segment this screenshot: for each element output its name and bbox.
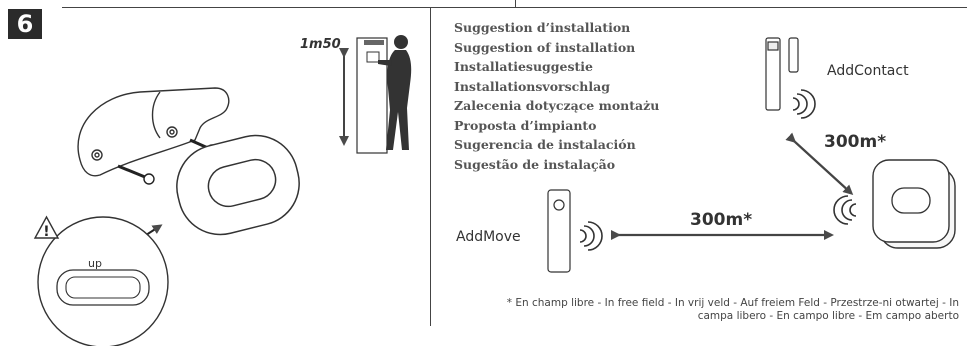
addmove-label: AddMove bbox=[456, 229, 521, 245]
addcontact-label: AddContact bbox=[827, 63, 909, 79]
distance-contact-label: 300m* bbox=[824, 132, 887, 152]
warning-icon: ! bbox=[33, 215, 60, 240]
suggestion-de: Installationsvorschlag bbox=[454, 78, 610, 94]
signal-waves-icon bbox=[792, 89, 816, 119]
svg-text:!: ! bbox=[43, 224, 49, 240]
contact-sensor-icon bbox=[765, 37, 799, 111]
suggestion-en: Suggestion of installation bbox=[454, 39, 636, 55]
motion-detector-icon bbox=[547, 189, 571, 273]
person-icon bbox=[378, 35, 412, 150]
mounting-height-label: 1m50 bbox=[300, 37, 341, 52]
section-divider bbox=[430, 8, 431, 326]
top-rule bbox=[62, 7, 967, 8]
suggestion-pl: Zalecenia dotyczące montażu bbox=[454, 98, 660, 113]
signal-waves-icon bbox=[579, 221, 603, 251]
hub-device-icon bbox=[872, 159, 956, 249]
top-rule-tick bbox=[515, 0, 516, 8]
signal-waves-icon bbox=[833, 195, 857, 225]
step-number-badge: 6 bbox=[8, 9, 42, 39]
installation-suggestion-list: Suggestion d’installation Suggestion of … bbox=[454, 18, 659, 174]
orientation-label: up bbox=[88, 257, 102, 270]
suggestion-fr: Suggestion d’installation bbox=[454, 20, 631, 35]
wall-mount-icon bbox=[356, 37, 388, 154]
distance-move-label: 300m* bbox=[690, 210, 753, 230]
free-field-footnote: * En champ libre - In free field - In vr… bbox=[506, 297, 959, 322]
motion-sensor-icon bbox=[176, 134, 300, 236]
suggestion-pt: Sugestão de instalação bbox=[454, 156, 616, 172]
range-arrow-contact bbox=[785, 132, 854, 196]
orientation-detail-icon bbox=[37, 216, 169, 346]
suggestion-es: Sugerencia de instalación bbox=[454, 137, 636, 152]
wall-bracket-icon bbox=[77, 87, 230, 177]
suggestion-nl: Installatiesuggestie bbox=[454, 59, 593, 74]
suggestion-it: Proposta d’impianto bbox=[454, 117, 597, 133]
